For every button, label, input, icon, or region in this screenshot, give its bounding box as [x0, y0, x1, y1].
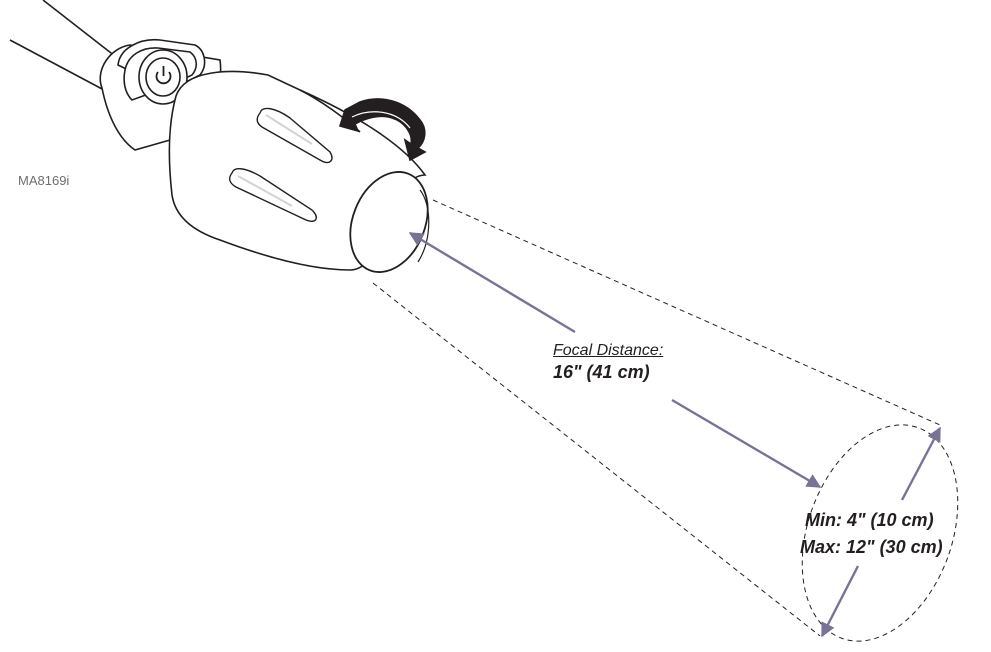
power-icon	[155, 66, 172, 85]
spot-diameter-arrows	[820, 426, 942, 638]
focal-distance-arrows	[408, 231, 822, 489]
spot-min-label: Min: 4" (10 cm)	[805, 510, 934, 530]
focal-distance-label: Focal Distance:	[553, 342, 664, 359]
beam-cone	[372, 199, 959, 642]
spot-max-label: Max: 12" (30 cm)	[800, 537, 943, 557]
figure-id: MA8169i	[18, 173, 70, 188]
mounting-arm	[0, 0, 121, 91]
grip-grooves	[228, 107, 333, 222]
rotate-arrow-icon	[338, 98, 427, 162]
focal-distance-value: 16" (41 cm)	[553, 362, 650, 382]
